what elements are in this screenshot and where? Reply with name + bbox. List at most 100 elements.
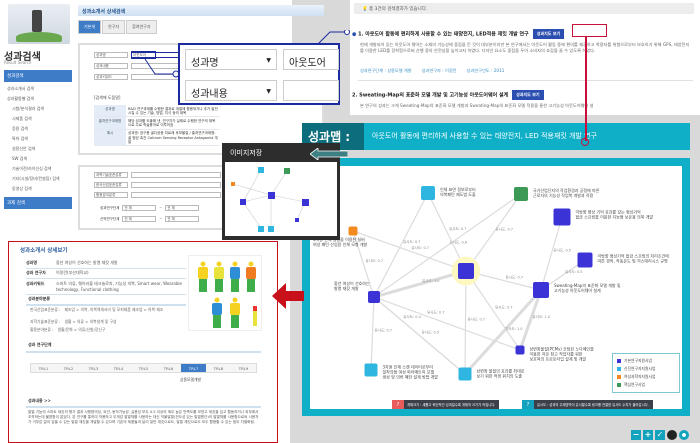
callout-field-label: 성과내용: [191, 89, 228, 100]
sidebar-item[interactable]: 성과소개서 검색: [7, 86, 35, 91]
highlight-box: [572, 24, 607, 37]
node-label[interactable]: 의복패턴 제도법 도출: [440, 191, 476, 197]
node-label[interactable]: 근로자의 기능성 작업복 개발과 적용: [533, 192, 594, 198]
node-label[interactable]: Sweating-Map의 표준화 모델 개발 및: [554, 282, 621, 288]
node-label[interactable]: 인체 표면 정보로부터: [440, 186, 476, 192]
sidebar-subitem[interactable]: 시제품 검색: [12, 116, 32, 121]
node-label[interactable]: 보호복의 프로토타입 설계 및 개발: [530, 356, 587, 362]
map-view-button[interactable]: 성과지도 보기: [532, 29, 565, 39]
node-label[interactable]: 3차원 인체 스캔 데이터로부터: [383, 364, 434, 370]
range-label: 성과연구단계: [100, 205, 120, 210]
result-title[interactable]: 1. 아웃도어 활동에 편리하게 사용할 수 있는 태양전지, LED적용 재킷…: [358, 31, 529, 38]
back-arrow-icon[interactable]: [310, 148, 348, 160]
field-select[interactable]: 성과명: [94, 52, 128, 58]
graph-node[interactable]: [421, 186, 435, 200]
tab-basic[interactable]: 기본개: [78, 20, 102, 34]
graph-node[interactable]: [368, 291, 380, 303]
map-title: 아웃도어 활동에 편리하게 사용할 수 있는 태양전지, LED 적용재킷 개발…: [372, 132, 597, 140]
figure-legs: [231, 315, 239, 328]
sidebar-subitem[interactable]: 동영상 검색: [12, 186, 32, 191]
node-label[interactable]: 이방향 형상기억 합금 스프링의 처리조건에: [598, 253, 670, 259]
class-select[interactable]: 한국산업표준분류: [94, 182, 128, 188]
graph-edge: [540, 216, 563, 291]
graph-node[interactable]: [458, 263, 474, 279]
node-label[interactable]: 발열 재킷 개발: [334, 285, 359, 291]
graph-node[interactable]: [515, 345, 525, 355]
zoom-in-button[interactable]: +: [643, 430, 653, 440]
graph-node[interactable]: [514, 187, 528, 201]
field-select[interactable]: 성과키워드: [94, 74, 128, 80]
trl-step: TRL7: [181, 364, 206, 372]
range-to-select[interactable]: 전 체: [165, 205, 200, 211]
field-select[interactable]: 성과내용: [94, 63, 128, 69]
tab-participant[interactable]: 참여연구자: [126, 20, 157, 34]
node-label[interactable]: 생성 및 의류 패턴 설계 방법 개발: [383, 374, 439, 380]
node-label[interactable]: 밀착의형 여성 파라메트릭 모델: [383, 369, 435, 375]
check-button[interactable]: ✓: [655, 430, 665, 440]
graph-node[interactable]: [364, 363, 378, 377]
node-label[interactable]: 상변화물질(PCMs) 코팅된 노다페인을: [530, 346, 595, 352]
range-from-select[interactable]: 전 체: [122, 205, 157, 211]
graph-node[interactable]: [533, 282, 549, 298]
connector-dot: [581, 138, 589, 146]
graph-node[interactable]: [577, 252, 593, 268]
class-key: 과학기술표준분류 :: [30, 319, 61, 324]
result-count: 💡 총 3건의 검색결과가 있습니다.: [354, 3, 694, 14]
node-label[interactable]: 합금 스프링을 이용한 지능형 보온용 의복 개발: [576, 214, 654, 220]
graph-node[interactable]: [458, 367, 472, 381]
node-label[interactable]: 이방향 형상 기억 효과를 갖는 형상기억: [576, 209, 642, 215]
legend-item: 기본연구지원사업: [617, 357, 675, 365]
node-label[interactable]: 고기능성 아웃도어웨어 설계: [554, 287, 601, 293]
sidebar-subitem[interactable]: 시험/분석결과 검색: [12, 106, 45, 111]
sidebar-subitem[interactable]: 실용신안 검색: [12, 146, 36, 151]
figure-head: [200, 261, 206, 267]
node-label[interactable]: 상변화 물질의 효과를 최대로: [477, 368, 525, 374]
class-select[interactable]: 활용분야분류: [94, 192, 128, 198]
range-to-select[interactable]: 전 체: [165, 216, 200, 222]
edge-similarity-label: 유사도: 0.7: [468, 317, 486, 322]
tab-researcher[interactable]: 연구자: [102, 20, 126, 34]
image-save-title[interactable]: 이미지저장: [230, 149, 263, 157]
node-label[interactable]: 보기 위한 적정 위치의 도출: [477, 373, 523, 379]
figure-torso: [230, 267, 240, 279]
sidebar-subitem[interactable]: 응용 검색: [12, 126, 28, 131]
sidebar-subitem[interactable]: SW 검색: [12, 156, 28, 161]
graph-node[interactable]: [553, 208, 571, 226]
node-label[interactable]: 따른 경직, 작동온도 및 히스테리시스 규명: [598, 258, 669, 264]
node-label[interactable]: 국가산업단지의 작업환경과 공정에 따른: [533, 187, 600, 193]
node-label[interactable]: 중년 여성이 선호하는: [334, 280, 370, 286]
callout-value: [283, 80, 339, 101]
sidebar-subitem[interactable]: 특허 검색: [12, 136, 28, 141]
sidebar-section-project[interactable]: 과제 검색: [4, 197, 72, 209]
detail-key: 성과 연구자: [26, 270, 46, 275]
class-select[interactable]: 과학기술표준분류: [94, 172, 128, 178]
node-label[interactable]: 여성 패턴 산업용 인체 모형 개발: [313, 241, 368, 247]
node-label[interactable]: 이용한 저온 창고 작업자를 위한: [530, 351, 583, 357]
figure-torso: [230, 303, 240, 315]
figure-head: [232, 261, 238, 267]
graph-edge: [464, 270, 467, 375]
result-title[interactable]: 2. Sweating-Map의 표준화 모델 개발 및 고기능성 아웃도어웨어…: [352, 92, 509, 99]
sidebar-subitem[interactable]: 기타(시설/장비/컨설팅) 검색: [12, 176, 60, 181]
class-input[interactable]: [131, 182, 221, 188]
map-view-button[interactable]: 성과지도 보기: [512, 90, 544, 100]
sidebar-subitem[interactable]: 기술이전/라이선싱 검색: [12, 166, 52, 171]
legend-swatch: [617, 375, 621, 379]
meta-year: 성과연구년도 : 2011: [466, 68, 505, 73]
zoom-out-button[interactable]: −: [631, 430, 641, 440]
ring-button[interactable]: [679, 430, 689, 440]
range-from-select[interactable]: 전 체: [122, 216, 157, 222]
class-value: 생활 > 의류 > 의복설계 및 구성: [64, 319, 117, 324]
class-input[interactable]: [131, 192, 221, 198]
dot-button[interactable]: [667, 430, 677, 440]
edge-similarity-label: 유사도: 0.7: [403, 239, 421, 244]
graph-node[interactable]: [348, 226, 358, 236]
sidebar-section-result[interactable]: 성과검색: [4, 70, 72, 82]
callout-field-select: 성과내용▼: [185, 80, 277, 101]
class-input[interactable]: [131, 172, 221, 178]
graph-thumbnail[interactable]: [225, 162, 337, 236]
sidebar-item[interactable]: 성과활용별 검색: [7, 96, 35, 101]
